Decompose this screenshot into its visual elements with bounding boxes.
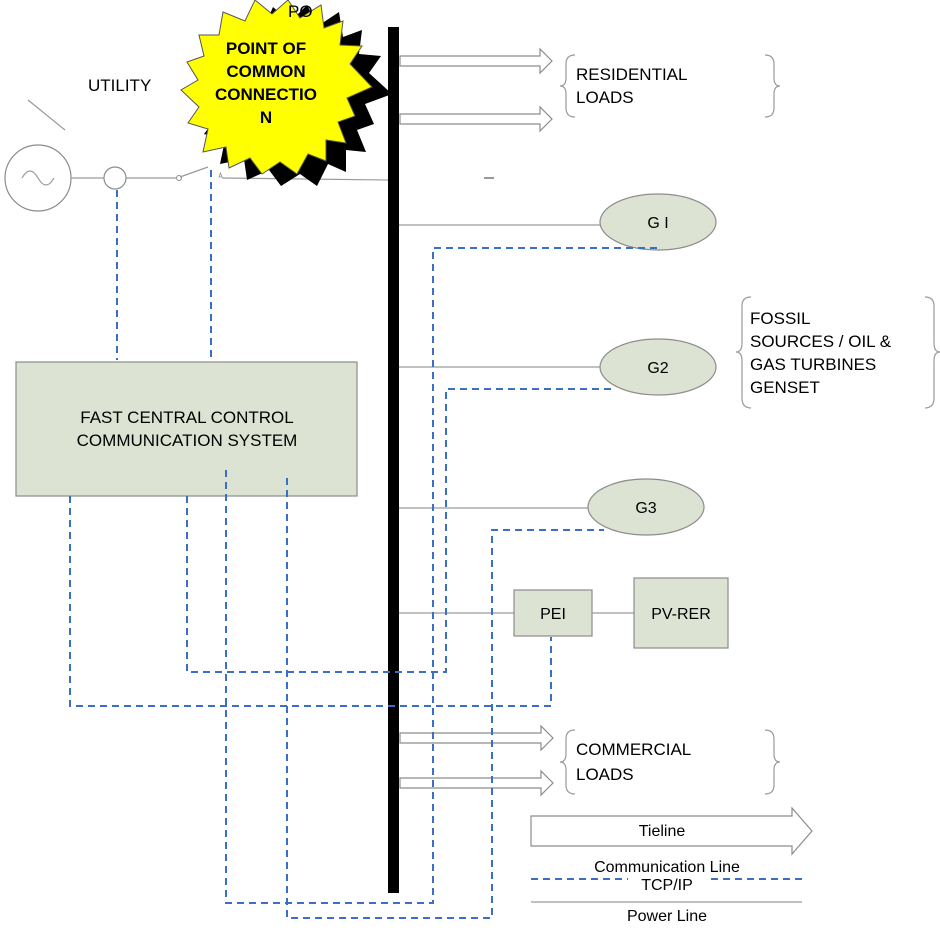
generator-g2 — [599, 338, 717, 396]
pcc-starburst — [180, 0, 392, 186]
legend-tieline-label: Tieline — [639, 823, 686, 840]
pcc-clipped-label: PO — [288, 2, 313, 21]
switch-contact-icon — [218, 171, 223, 178]
residential-load-arrow-2 — [399, 105, 553, 133]
generator-g3 — [587, 478, 705, 536]
fossil-label-line-1: FOSSIL — [750, 309, 810, 328]
fossil-label-line-3: GAS TURBINES — [750, 355, 876, 374]
comm-line-g2 — [186, 388, 612, 673]
legend-comm-label-bg — [570, 855, 760, 875]
residential-label-line-1: RESIDENTIAL — [576, 65, 687, 84]
utility-source — [4, 99, 72, 212]
generator-g2-label: G2 — [647, 360, 668, 377]
legend-communication-label: Communication Line — [594, 859, 740, 876]
fossil-brace-right — [924, 296, 940, 409]
sine-wave-icon — [21, 170, 55, 186]
control-system-label-line-2: COMMUNICATION SYSTEM — [77, 431, 298, 450]
switch-blade-icon — [179, 166, 209, 178]
fossil-label-line-4: GENSET — [750, 378, 820, 397]
commercial-brace-right — [764, 729, 781, 795]
comm-line-g3 — [286, 478, 604, 919]
pv-rer-box — [633, 577, 729, 649]
residential-load-arrow-1 — [399, 47, 553, 75]
pcc-label-line-4: N — [260, 108, 272, 127]
commercial-label-line-1: COMMERCIAL — [576, 740, 691, 759]
generator-g1-label: G I — [647, 215, 668, 232]
pcc-label-line-3: CONNECTIO — [215, 85, 317, 104]
legend: Tieline Communication Line TCP/IP Power … — [530, 806, 813, 925]
pei-box — [513, 589, 593, 637]
comm-line-g1 — [225, 247, 660, 904]
control-system-box — [15, 361, 358, 497]
pv-rer-label: PV-RER — [651, 606, 711, 623]
residential-brace-right — [764, 54, 781, 118]
commercial-brace-left — [559, 729, 576, 795]
generator-g3-label: G3 — [635, 500, 656, 517]
generator-g1 — [599, 193, 717, 251]
utility-label: UTILITY — [88, 76, 151, 95]
legend-tcp-label-bg — [628, 872, 708, 892]
fossil-brace-left — [735, 296, 752, 409]
pcc-label-line-1: POINT OF — [226, 39, 306, 58]
legend-tieline-arrow — [530, 806, 813, 856]
residential-brace-left — [559, 54, 576, 118]
commercial-load-arrow-2 — [399, 769, 554, 797]
current-transformer-icon — [103, 166, 127, 190]
pcc-label-line-2: COMMON — [226, 62, 305, 81]
comm-line-pei — [69, 496, 552, 707]
fossil-label-line-2: SOURCES / OIL & — [750, 332, 892, 351]
pei-label: PEI — [540, 606, 566, 623]
commercial-label-line-2: LOADS — [576, 765, 634, 784]
legend-tcp-ip-label: TCP/IP — [641, 877, 693, 894]
commercial-load-arrow-1 — [399, 724, 554, 752]
communication-network — [69, 170, 660, 919]
pcc-starburst-fill — [180, 0, 373, 175]
legend-power-line-label: Power Line — [627, 908, 707, 925]
utility-leader-line — [27, 99, 66, 131]
control-system-label-line-1: FAST CENTRAL CONTROL — [80, 408, 293, 427]
main-bus-bar — [388, 27, 399, 893]
residential-label-line-2: LOADS — [576, 88, 634, 107]
